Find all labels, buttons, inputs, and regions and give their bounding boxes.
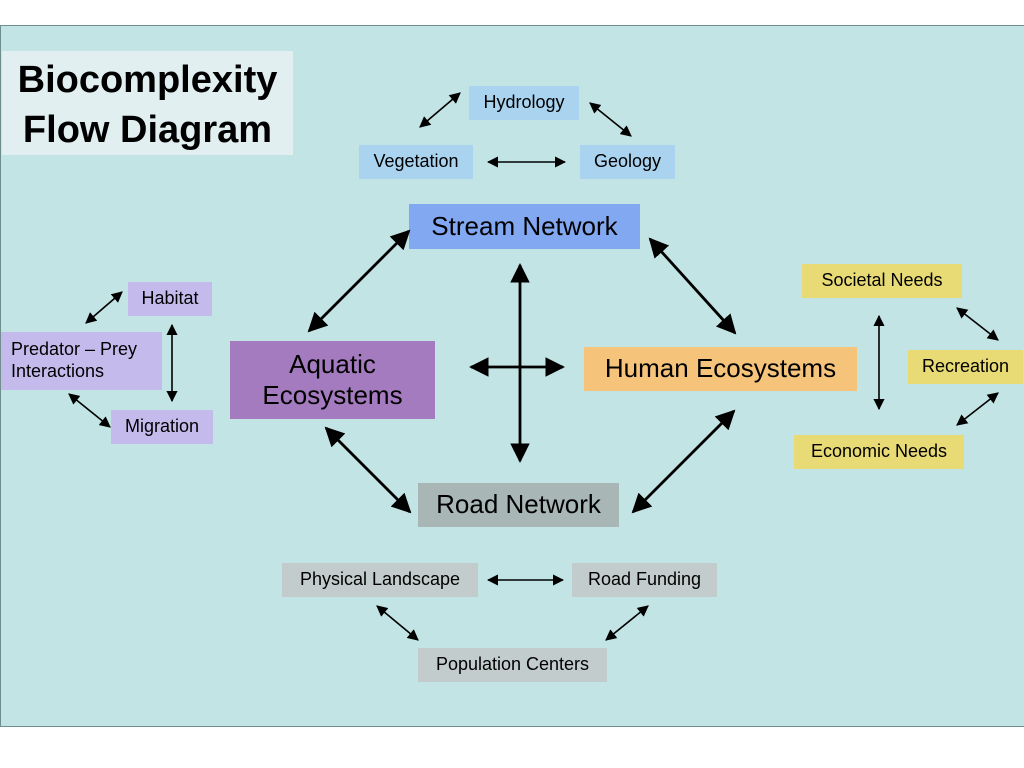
aquatic-line-2: Ecosystems — [262, 380, 403, 410]
title-line-2: Flow Diagram — [22, 109, 273, 151]
aquatic-line-1: Aquatic — [289, 348, 376, 379]
node-human-ecosystems: Human Ecosystems — [584, 347, 857, 391]
node-geology: Geology — [580, 145, 675, 179]
node-aquatic-ecosystems: Aquatic Ecosystems — [230, 341, 435, 419]
node-recreation: Recreation — [908, 350, 1023, 384]
predator-prey-line-1: Predator – Prey — [11, 339, 138, 360]
node-stream-network: Stream Network — [409, 204, 640, 249]
node-road-funding: Road Funding — [572, 563, 717, 597]
node-road-network: Road Network — [418, 483, 619, 527]
node-vegetation: Vegetation — [359, 145, 473, 179]
diagram-title: Biocomplexity Flow Diagram — [2, 51, 293, 155]
node-economic-needs: Economic Needs — [794, 435, 964, 469]
node-physical-landscape: Physical Landscape — [282, 563, 478, 597]
node-migration: Migration — [111, 410, 213, 444]
node-predator-prey: Predator – Prey Interactions — [1, 332, 162, 390]
node-population-centers: Population Centers — [418, 648, 607, 682]
node-hydrology: Hydrology — [469, 86, 579, 120]
node-habitat: Habitat — [128, 282, 212, 316]
node-societal-needs: Societal Needs — [802, 264, 962, 298]
title-line-1: Biocomplexity — [17, 59, 278, 101]
predator-prey-line-2: Interactions — [11, 361, 105, 381]
